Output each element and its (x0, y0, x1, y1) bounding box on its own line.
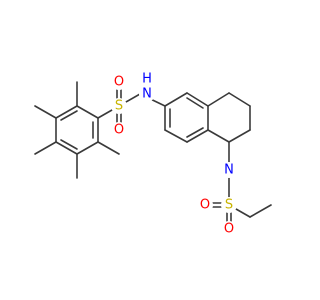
sulfonamide-linker (97, 81, 166, 131)
bond (249, 204, 272, 218)
bond (228, 92, 251, 107)
bond (76, 141, 99, 155)
bond (60, 139, 78, 150)
pentamethylbenzene-ring (55, 105, 99, 155)
methyl-bond (34, 141, 57, 155)
methyl-groups (34, 81, 120, 179)
bond (164, 92, 188, 107)
bond (186, 92, 209, 107)
oxygen-atom-label: O (200, 198, 210, 213)
bond (207, 92, 230, 107)
bond (207, 129, 230, 143)
bond (60, 110, 78, 121)
oxygen-atom-label: O (224, 222, 234, 237)
sulfur-atom-label: S (115, 99, 123, 114)
oxygen-atom-label: O (114, 123, 124, 138)
ethylsulfonyl-group (204, 141, 272, 230)
bond (55, 105, 78, 119)
bond (76, 105, 99, 119)
bond (55, 141, 78, 155)
molecule-structure: S O O N H N S O O (34, 72, 272, 237)
bond (186, 97, 204, 109)
hydrogen-atom-label: H (142, 72, 152, 87)
nitrogen-atom-label: N (224, 163, 234, 178)
bond (186, 127, 204, 138)
methyl-bond (34, 105, 57, 119)
bond (186, 129, 209, 143)
bond (228, 129, 251, 143)
tetrahydroquinoline (164, 92, 251, 143)
atom-labels: S O O N H N S O O (111, 72, 237, 237)
bond (164, 129, 188, 143)
sulfur-atom-label: S (225, 198, 233, 213)
nitrogen-atom-label: N (142, 87, 152, 102)
oxygen-atom-label: O (114, 75, 124, 90)
methyl-bond (97, 141, 120, 155)
